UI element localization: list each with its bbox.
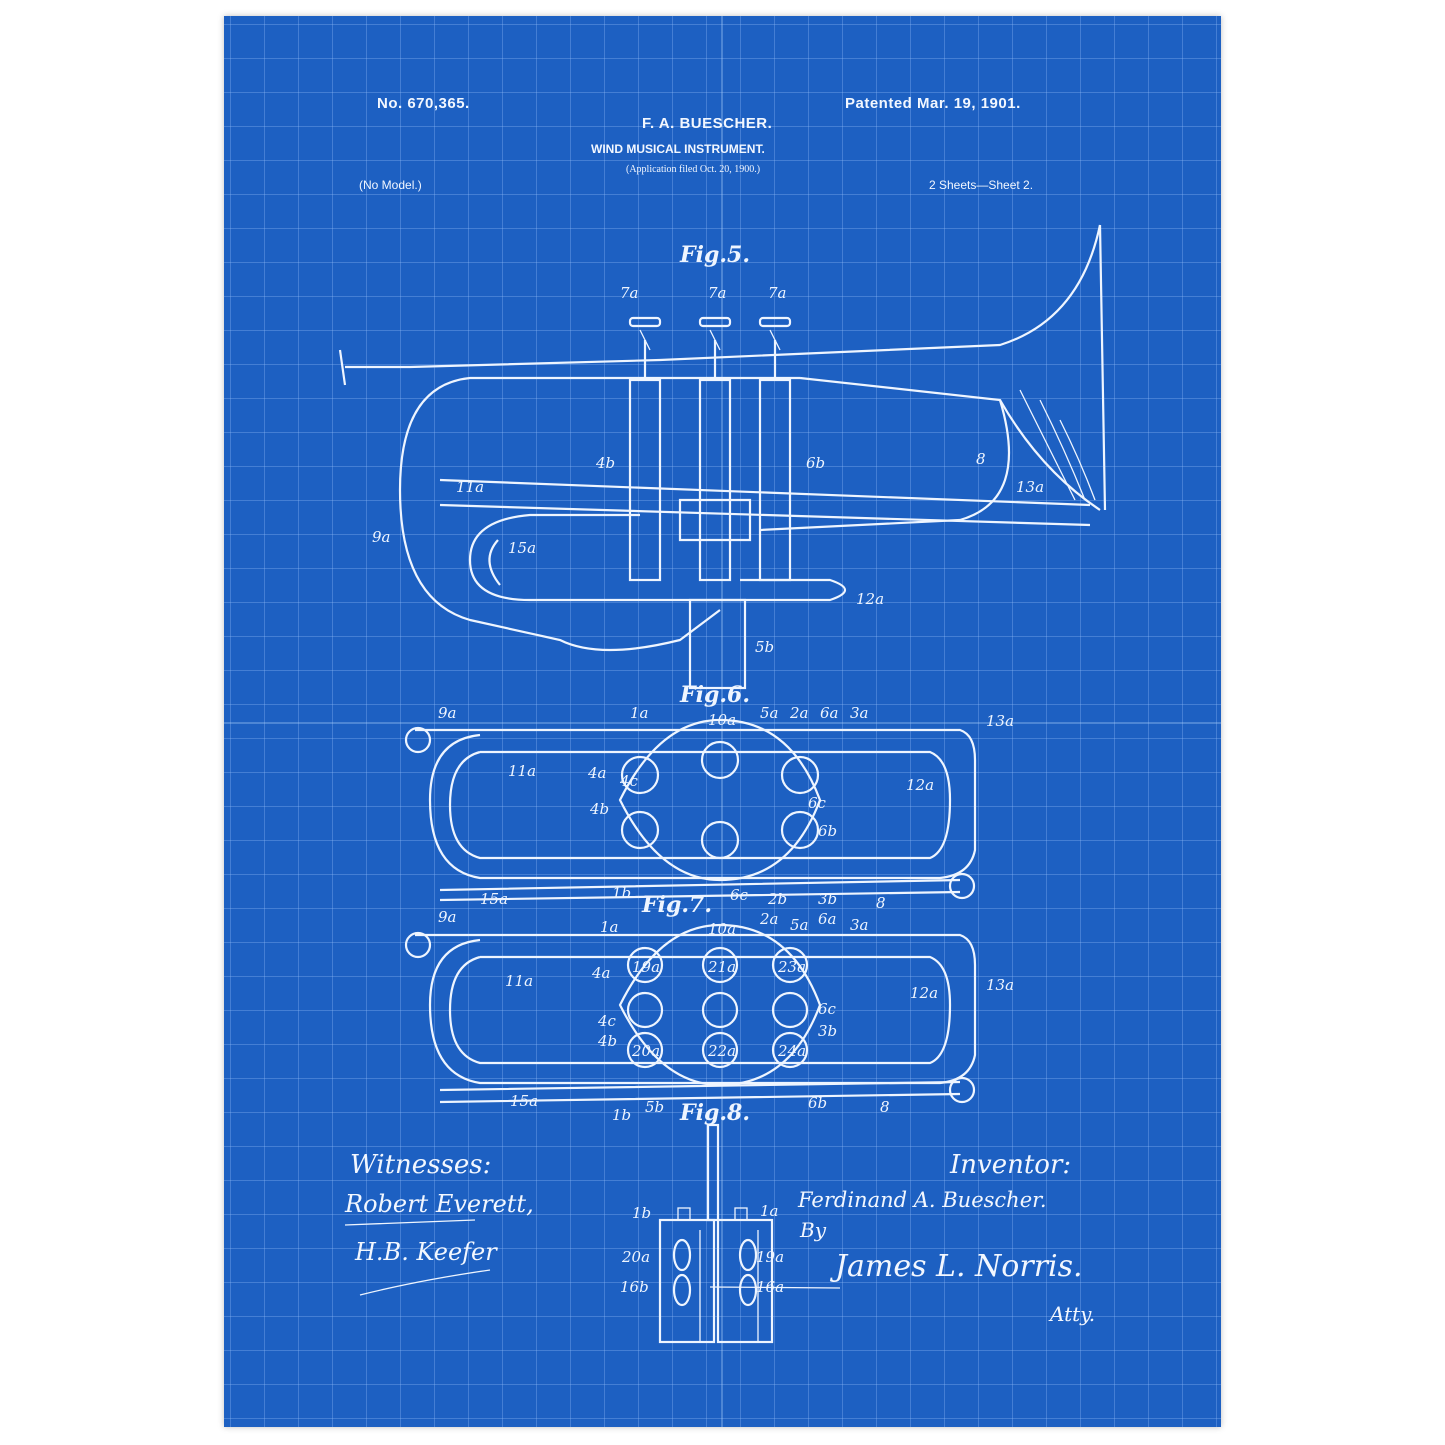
part-label: 22a — [707, 1042, 736, 1060]
application-date: (Application filed Oct. 20, 1900.) — [626, 164, 761, 175]
part-label: 4c — [597, 1012, 617, 1030]
part-label: 12a — [906, 776, 934, 794]
part-label: 9a — [438, 704, 457, 722]
part-label: 10a — [708, 920, 736, 938]
witnesses-label: Witnesses: — [350, 1150, 492, 1180]
part-label: 8 — [880, 1098, 890, 1116]
part-label: 13a — [1016, 478, 1044, 496]
part-label: 5b — [645, 1098, 664, 1116]
witness-signature-1: Robert Everett, — [345, 1190, 534, 1218]
patent-number: No. 670,365. — [377, 95, 470, 112]
fig7-valve-section — [404, 923, 977, 1104]
fig8-valve-piston — [658, 1123, 774, 1344]
part-label: 4a — [587, 764, 607, 782]
part-label: 3a — [850, 704, 869, 722]
part-label: 6c — [730, 886, 749, 904]
part-label: 5a — [790, 916, 809, 934]
part-label: 8 — [876, 894, 886, 912]
fig6-part-labels: 9a 1a 10a 5a 2a 6a 3a 13a 11a 4a 4c 6c 1… — [438, 704, 1014, 912]
part-label: 11a — [505, 972, 533, 990]
part-label: 9a — [438, 908, 457, 926]
part-label: 20a — [621, 1248, 650, 1266]
witness-signature-2: H.B. Keefer — [355, 1238, 497, 1266]
part-label: 4a — [591, 964, 611, 982]
part-label: 15a — [508, 539, 536, 557]
part-label: 6b — [818, 822, 837, 840]
part-label: 5b — [755, 638, 774, 656]
fig7-part-labels: 9a 1a 10a 2a 5a 6a 3a 19a 21a 23a 11a 4a… — [438, 908, 1014, 1124]
part-label: 4b — [597, 1032, 617, 1050]
part-label: 6b — [808, 1094, 827, 1112]
part-label: 4c — [619, 772, 639, 790]
part-label: 3b — [818, 1022, 837, 1040]
sheet-number: 2 Sheets—Sheet 2. — [929, 178, 1034, 192]
part-label: 7a — [620, 284, 639, 302]
part-label: 12a — [910, 984, 938, 1002]
part-label: 4b — [595, 454, 615, 472]
part-label: 6b — [806, 454, 825, 472]
part-label: 6c — [808, 794, 827, 812]
fold-line-horizontal — [224, 722, 1221, 724]
patent-title: WIND MUSICAL INSTRUMENT. — [591, 142, 765, 156]
inventor-label: Inventor: — [950, 1150, 1072, 1180]
patent-date: Patented Mar. 19, 1901. — [845, 95, 1021, 112]
fig8-part-labels: 1b 1a 20a 19a 16b 16a — [620, 1202, 784, 1296]
part-label: 5a — [760, 704, 779, 722]
fig7-label: Fig.7. — [641, 892, 712, 918]
part-label: 19a — [632, 958, 660, 976]
part-label: 2a — [789, 704, 809, 722]
part-label: 1b — [612, 1106, 631, 1124]
part-label: 12a — [856, 590, 884, 608]
part-label: 2a — [759, 910, 779, 928]
attorney-signature: James L. Norris. — [835, 1249, 1083, 1284]
part-label: 1b — [612, 884, 631, 902]
part-label: 13a — [986, 712, 1014, 730]
part-label: 10a — [708, 711, 736, 729]
part-label: 3a — [850, 916, 869, 934]
fig5-cornet-side-view — [338, 224, 1107, 690]
fig5-label: Fig.5. — [679, 242, 750, 268]
part-label: 1b — [632, 1204, 651, 1222]
part-label: 19a — [756, 1248, 784, 1266]
fig5-part-labels: 7a 7a 7a 4b 6b 8 11a 13a 9a 15a 12a 5b — [372, 284, 1044, 656]
part-label: 7a — [768, 284, 787, 302]
part-label: 4b — [589, 800, 609, 818]
inventor-heading: F. A. BUESCHER. — [642, 115, 773, 132]
part-label: 20a — [631, 1042, 660, 1060]
part-label: 6a — [820, 704, 839, 722]
part-label: 15a — [510, 1092, 538, 1110]
part-label: 8 — [976, 450, 986, 468]
part-label: 24a — [777, 1042, 806, 1060]
part-label: 11a — [508, 762, 536, 780]
part-label: 1a — [630, 704, 649, 722]
fig6-label: Fig.6. — [679, 682, 750, 708]
part-label: 15a — [480, 890, 508, 908]
part-label: 9a — [372, 528, 391, 546]
part-label: 1a — [760, 1202, 779, 1220]
fold-line-vertical — [721, 16, 723, 1427]
part-label: 1a — [600, 918, 619, 936]
part-label: 16b — [620, 1278, 649, 1296]
fig6-valve-section — [404, 718, 977, 902]
part-label: 23a — [777, 958, 806, 976]
part-label: 21a — [707, 958, 736, 976]
attorney-label: Atty. — [1050, 1302, 1096, 1326]
part-label: 11a — [456, 478, 484, 496]
part-label: 6c — [818, 1000, 837, 1018]
part-label: 13a — [986, 976, 1014, 994]
fig8-label: Fig.8. — [679, 1100, 750, 1126]
part-label: 2b — [767, 890, 787, 908]
signature-flourishes — [344, 1219, 841, 1296]
model-note: (No Model.) — [359, 178, 422, 192]
part-label: 6a — [818, 910, 837, 928]
part-label: 7a — [708, 284, 727, 302]
part-label: 3b — [818, 890, 837, 908]
by-label: By — [800, 1218, 826, 1242]
inventor-signature: Ferdinand A. Buescher. — [798, 1188, 1047, 1212]
blueprint-poster — [224, 16, 1221, 1427]
